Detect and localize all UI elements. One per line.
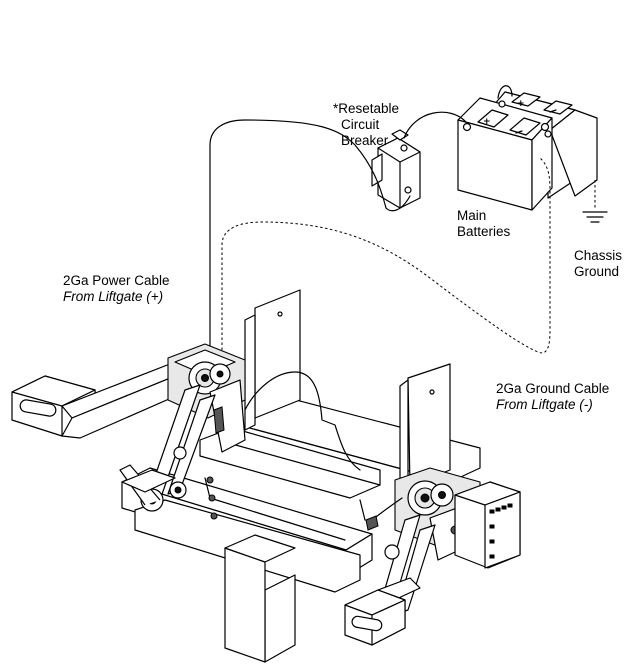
breaker-label-line1: *Resetable	[333, 101, 400, 116]
breaker-label-line2: Circuit	[341, 117, 380, 132]
power-cable-label-line1: 2Ga Power Cable	[63, 273, 170, 288]
chassis-ground-label: Chassis Ground	[574, 248, 622, 280]
liftgate-mechanism	[11, 289, 521, 663]
power-cable-label-line2: From Liftgate (+)	[63, 289, 164, 304]
ground-cable-label-line2: From Liftgate (-)	[496, 397, 593, 412]
batteries-label-line1: Main	[457, 208, 487, 223]
breaker-label: *Resetable Circuit Breaker	[333, 101, 399, 149]
batteries-label: Main Batteries	[457, 208, 510, 240]
power-cable-label: 2Ga Power Cable From Liftgate (+)	[63, 273, 170, 305]
main-batteries: + +	[457, 91, 598, 211]
batteries-label-line2: Batteries	[457, 224, 511, 239]
breaker-label-line3: Breaker	[341, 133, 389, 148]
chassis-label-line2: Ground	[574, 264, 620, 279]
svg-text:+: +	[517, 99, 525, 109]
ground-cable-label-line1: 2Ga Ground Cable	[496, 381, 610, 396]
circuit-breaker	[371, 129, 421, 209]
chassis-label-line1: Chassis	[574, 248, 623, 263]
cables	[209, 85, 608, 420]
ground-cable-label: 2Ga Ground Cable From Liftgate (-)	[496, 381, 609, 413]
svg-text:+: +	[483, 117, 491, 127]
